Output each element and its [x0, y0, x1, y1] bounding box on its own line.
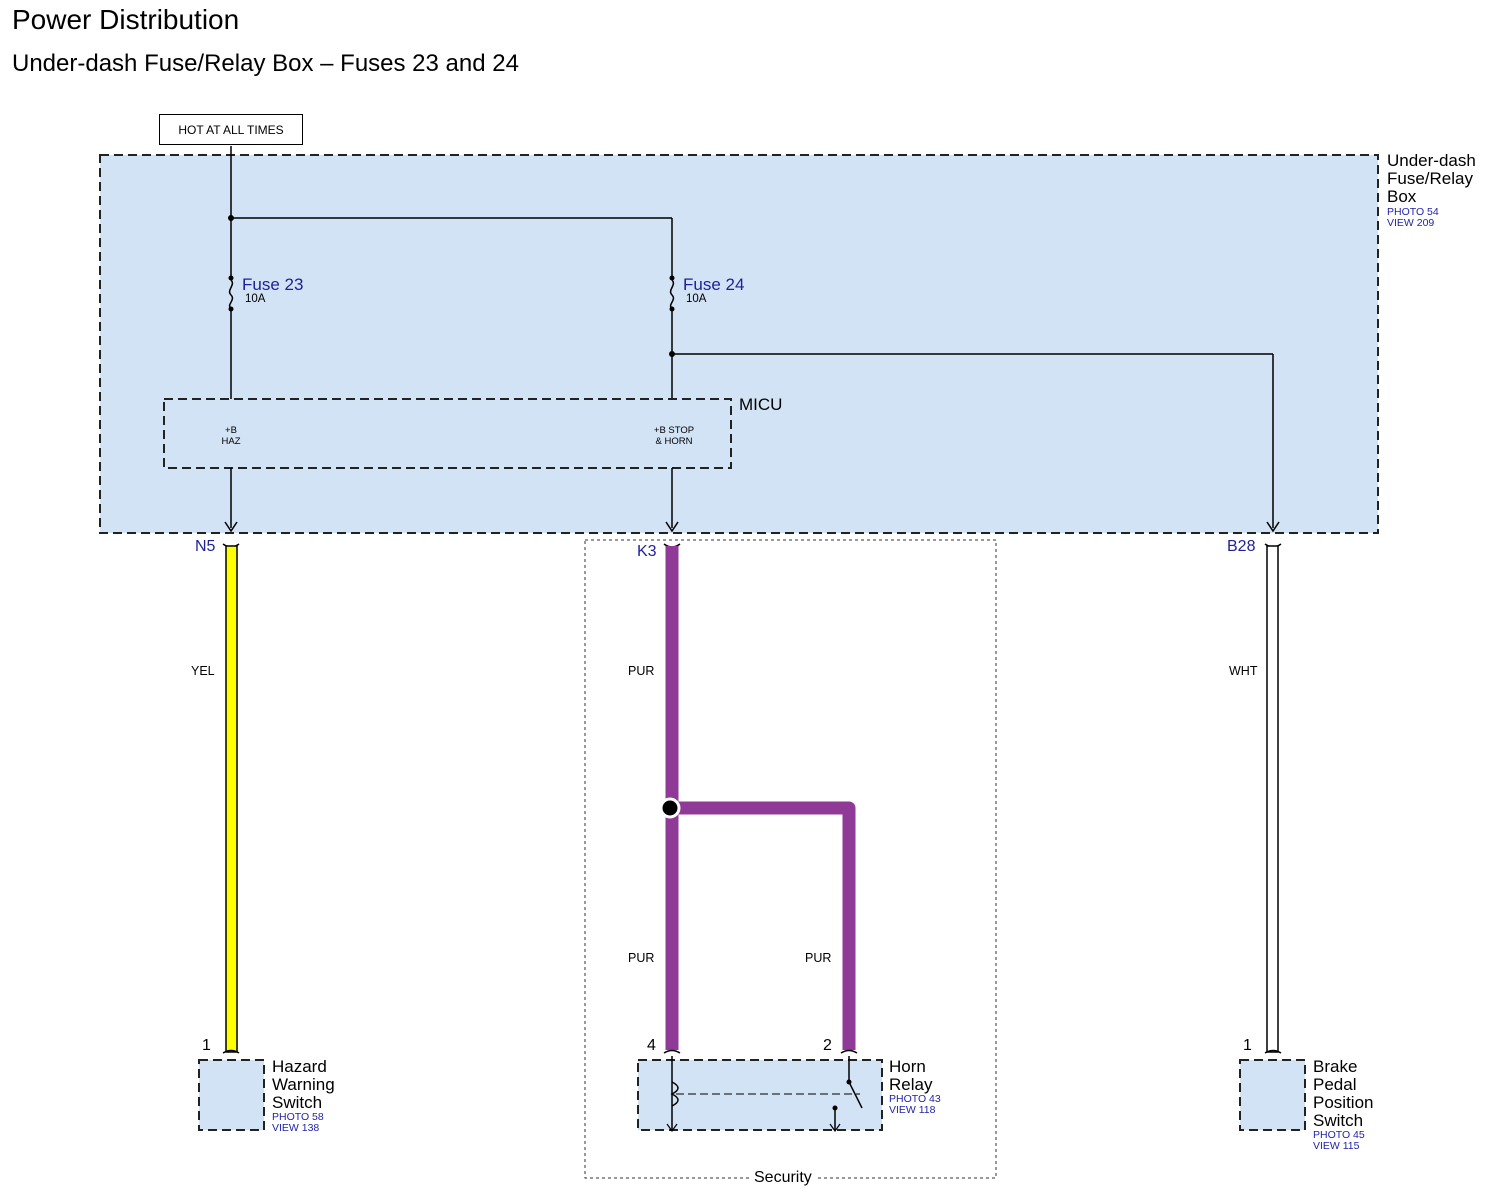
wire-color-wht: WHT	[1229, 664, 1258, 678]
security-label: Security	[750, 1170, 816, 1186]
fuse-23-rating: 10A	[245, 293, 266, 305]
horn-relay-label[interactable]: Horn Relay	[889, 1057, 933, 1094]
horn-relay-photo-ref[interactable]: PHOTO 43	[889, 1093, 941, 1105]
brake-switch-outline	[1239, 1059, 1306, 1131]
hazard-switch-outline	[198, 1059, 265, 1131]
wire-wht	[1266, 545, 1279, 1053]
micu-pin-stop-horn: +B STOP & HORN	[653, 425, 695, 447]
horn-relay-pin-2: 2	[823, 1037, 832, 1054]
fuse-24-name[interactable]: Fuse 24	[683, 275, 745, 294]
micu-label: MICU	[739, 395, 783, 414]
wire-color-pur-top: PUR	[628, 664, 655, 678]
fuse-box-outline	[99, 154, 1379, 534]
horn-relay-outline	[637, 1059, 883, 1131]
wire-pur-branch	[672, 801, 856, 1050]
horn-relay-view-ref[interactable]: VIEW 118	[889, 1104, 936, 1116]
hazard-photo-ref[interactable]: PHOTO 58	[272, 1111, 324, 1123]
micu-pin-haz: +B HAZ	[221, 425, 241, 447]
fuse-23-symbol	[228, 279, 234, 309]
connector-n5[interactable]: N5	[195, 538, 216, 555]
page-subtitle: Under-dash Fuse/Relay Box – Fuses 23 and…	[12, 50, 519, 77]
fuse-box-view-ref[interactable]: VIEW 209	[1387, 217, 1435, 229]
fuse-24-rating: 10A	[686, 293, 707, 305]
fuse-23-name[interactable]: Fuse 23	[242, 275, 304, 294]
horn-relay-pin-4: 4	[647, 1037, 656, 1054]
wire-color-yel: YEL	[191, 664, 215, 678]
brake-switch-label[interactable]: Brake Pedal Position Switch	[1313, 1057, 1374, 1130]
hazard-pin-number: 1	[202, 1037, 211, 1054]
wire-yel	[225, 545, 238, 1053]
hazard-switch-label[interactable]: Hazard Warning Switch	[272, 1057, 335, 1112]
wire-color-pur-right: PUR	[805, 951, 832, 965]
brake-pin-number: 1	[1243, 1037, 1252, 1054]
fuse-box-photo-ref[interactable]: PHOTO 54	[1387, 206, 1439, 218]
brake-photo-ref[interactable]: PHOTO 45	[1313, 1129, 1365, 1141]
brake-view-ref[interactable]: VIEW 115	[1313, 1140, 1360, 1152]
page-title: Power Distribution	[12, 4, 240, 35]
relay-coil	[670, 1081, 679, 1107]
fuse-24-symbol	[669, 279, 675, 309]
relay-contact	[848, 1081, 863, 1109]
connector-k3[interactable]: K3	[637, 543, 657, 560]
connector-b28[interactable]: B28	[1227, 538, 1256, 555]
source-label: HOT AT ALL TIMES	[159, 114, 303, 145]
micu-outline	[163, 398, 732, 469]
hazard-view-ref[interactable]: VIEW 138	[272, 1122, 320, 1134]
fuse-box-label: Under-dash Fuse/Relay Box	[1387, 151, 1476, 206]
splice-dot	[659, 797, 681, 819]
wire-color-pur-left: PUR	[628, 951, 655, 965]
